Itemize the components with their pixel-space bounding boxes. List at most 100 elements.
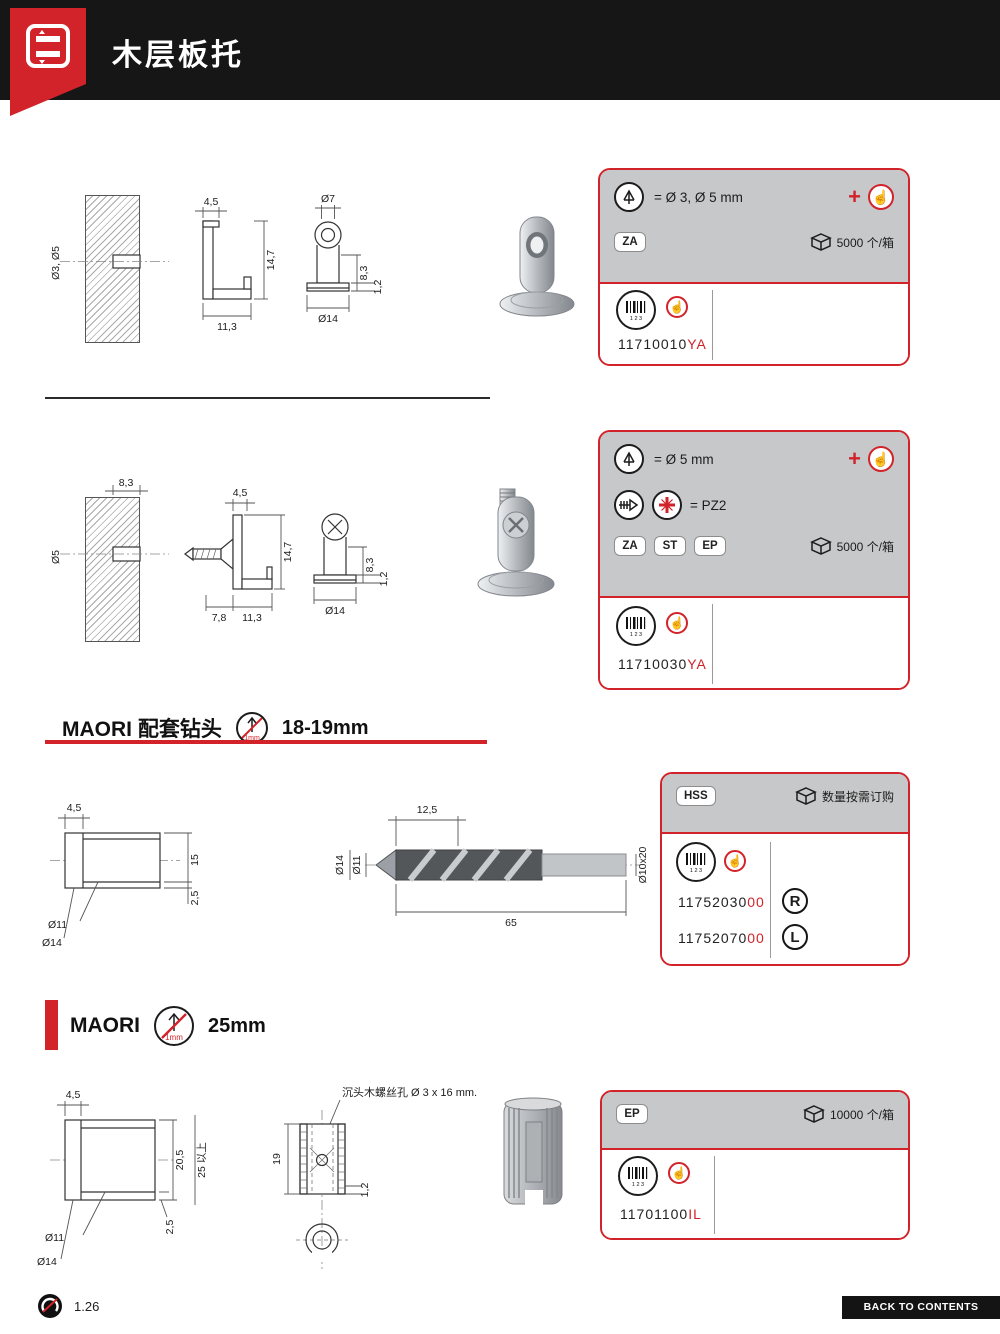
product2-spec: = Ø 5 mm + ☝ — [600, 432, 908, 596]
side-view — [202, 220, 252, 300]
hand-glyph: ☝ — [872, 188, 890, 205]
dim-label: 14,7 — [282, 542, 294, 563]
barcode-icon: 1 2 3 — [616, 606, 656, 646]
dim-label: 11,3 — [217, 321, 237, 333]
hand-glyph: ☝ — [669, 616, 685, 630]
dim-label: Ø5 — [50, 550, 62, 564]
code-number: 11752070 — [678, 930, 748, 946]
quantity-text: 数量按需订购 — [821, 789, 894, 804]
section2-heading: MAORI 1mm 25mm — [70, 1006, 266, 1046]
hand-glyph: ☝ — [671, 1166, 687, 1180]
depth-icon-label: 1mm — [244, 735, 260, 742]
spec-row: ZA 5000 个/箱 — [614, 232, 894, 252]
code-suffix: IL — [688, 1206, 702, 1222]
code-number: 11701100 — [620, 1206, 689, 1222]
depth-icon-label: 1mm — [165, 1033, 183, 1042]
section1-title: MAORI 配套钻头 — [62, 718, 222, 741]
dim-label: 4,5 — [67, 802, 82, 814]
barcode-digits: 1 2 3 — [630, 316, 642, 322]
product2-order: 1 2 3 ☝ 11710030YA — [600, 596, 908, 688]
heading-accent-bar — [45, 1000, 58, 1050]
dim-label: Ø14 — [325, 605, 345, 617]
product2-info-box: = Ø 5 mm + ☝ — [598, 430, 910, 690]
product1-photo — [499, 216, 575, 317]
dim-label: Ø14 — [37, 1256, 57, 1268]
plus-sign: + — [848, 184, 861, 209]
barcode-icon: 1 2 3 — [616, 290, 656, 330]
spec-row: ZA ST EP 5000 个/箱 — [614, 536, 894, 556]
drill-diameter-icon — [614, 182, 644, 212]
code-suffix: YA — [687, 656, 707, 672]
product1-spec: = Ø 3, Ø 5 mm + ☝ ZA 5000 个/箱 — [600, 170, 908, 282]
hand-click-icon: ☝ — [666, 612, 688, 634]
quantity-text: 5000 个/箱 — [836, 539, 894, 554]
wall-hatch — [85, 195, 140, 343]
order-divider — [714, 1156, 715, 1234]
right-hand-badge: R — [782, 888, 808, 914]
dim-label: 20,5 — [174, 1150, 186, 1171]
drill-order: 1 2 3 ☝ 1175203000 R 1175207000 L — [662, 832, 908, 964]
side-view — [184, 514, 273, 590]
barcode-digits: 1 2 3 — [632, 1182, 644, 1188]
dim-label: 7,8 — [212, 612, 227, 624]
package-icon — [809, 537, 832, 555]
dim-label: Ø11 — [351, 855, 363, 874]
code-number: 11710030 — [618, 656, 688, 672]
drill-spec: = Ø 3, Ø 5 mm — [654, 189, 743, 205]
hand-glyph: ☝ — [872, 450, 890, 467]
dim-label: Ø11 — [48, 919, 67, 931]
dim-label: 15 — [189, 854, 201, 866]
dim-label: 12,5 — [417, 804, 438, 816]
dim-label: 4,5 — [66, 1089, 81, 1101]
dim-label: Ø14 — [318, 313, 338, 325]
drill-spec-section: HSS 数量按需订购 — [662, 774, 908, 832]
product1-order: 1 2 3 ☝ 11710010YA — [600, 282, 908, 364]
dim-label: 4,5 — [204, 196, 219, 208]
drill-diameter-icon — [614, 444, 644, 474]
drawing-product2: 8,3 Ø5 4,5 14,7 7,8 11,3 — [50, 477, 390, 624]
dim-label: Ø14 — [42, 937, 62, 949]
wall-hatch — [85, 497, 140, 642]
dim-label: 4,5 — [233, 487, 248, 499]
dim-label: 2,5 — [164, 1220, 176, 1235]
product-code: 11710010YA — [618, 336, 707, 352]
product-code: 1175207000 — [678, 930, 765, 946]
drawing-product1: Ø3, Ø5 4,5 14,7 11,3 Ø7 8,3 Ø14 — [50, 193, 384, 333]
drive-spec: = PZ2 — [690, 497, 727, 513]
shelf-icon — [26, 24, 70, 68]
logo-accent — [10, 84, 86, 116]
code-number: 11752030 — [678, 894, 748, 910]
drawing-drill-bit: 12,5 Ø14 Ø11 65 Ø10x20 — [334, 804, 649, 929]
left-hand-badge: L — [782, 924, 808, 950]
sleeve-order: 1 2 3 ☝ 11701100IL — [602, 1148, 908, 1238]
hand-click-icon: ☝ — [868, 446, 894, 472]
section2-size: 25mm — [208, 1014, 266, 1037]
back-to-contents-link[interactable]: BACK TO CONTENTS — [842, 1296, 1000, 1319]
product-code: 11710030YA — [618, 656, 707, 672]
sleeve-photo — [503, 1097, 563, 1206]
product2-photo — [477, 488, 555, 597]
dim-label: 8,3 — [119, 477, 134, 489]
spec-row: = PZ2 — [614, 490, 894, 520]
screw-icon — [614, 490, 644, 520]
code-suffix: 00 — [747, 894, 765, 910]
product1-info-box: = Ø 3, Ø 5 mm + ☝ ZA 5000 个/箱 — [598, 168, 910, 366]
dim-label: 65 — [505, 917, 517, 929]
section-divider — [45, 397, 490, 399]
product-code: 1175203000 — [678, 894, 765, 910]
section1-range: 18-19mm — [281, 716, 369, 739]
drill-depth-icon: 1mm — [154, 1006, 194, 1046]
drill-info-box: HSS 数量按需订购 1 2 3 ☝ — [660, 772, 910, 966]
hand-click-icon: ☝ — [868, 184, 894, 210]
barcode-digits: 1 2 3 — [690, 868, 702, 874]
order-divider — [712, 604, 713, 684]
hand-click-icon: ☝ — [724, 850, 746, 872]
package-icon — [795, 787, 817, 805]
heading-underline — [45, 740, 487, 744]
dim-label: 14,7 — [265, 250, 277, 271]
code-suffix: 00 — [747, 930, 765, 946]
section1-heading: MAORI 配套钻头 1mm 18-19mm — [62, 712, 369, 744]
dim-label: 25 以上 — [196, 1142, 208, 1178]
spec-row: = Ø 5 mm + ☝ — [614, 444, 894, 474]
